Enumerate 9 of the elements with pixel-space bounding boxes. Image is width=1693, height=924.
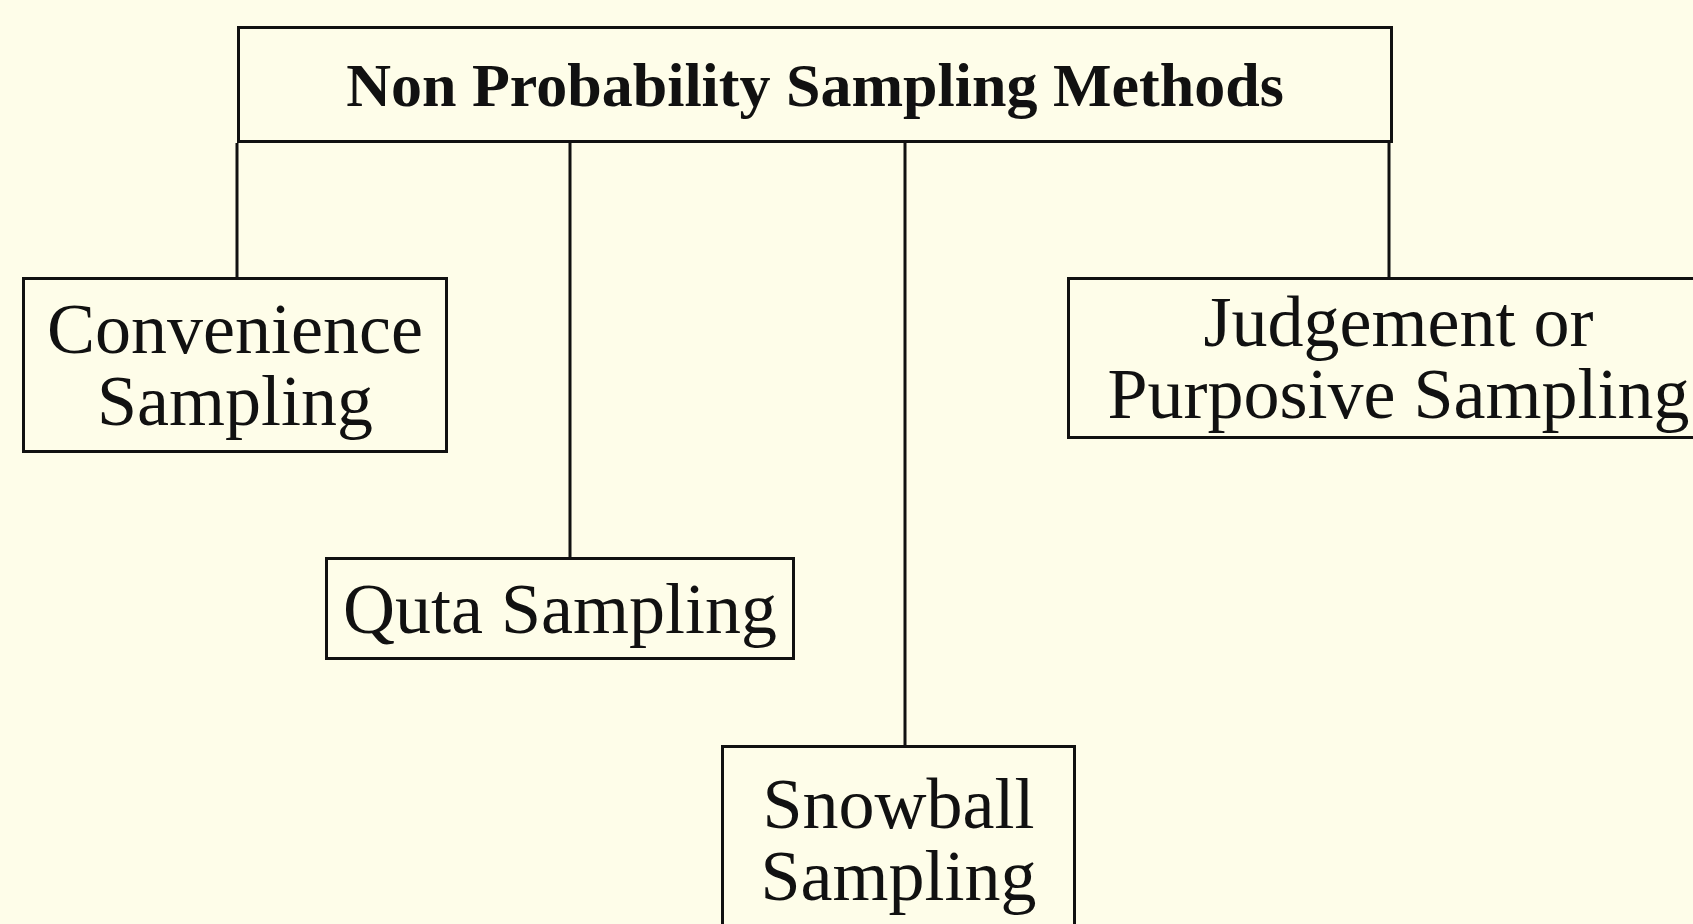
category-box — [325, 557, 795, 660]
connector-line — [1387, 143, 1391, 277]
connector-line — [235, 143, 239, 277]
category-box — [721, 745, 1076, 924]
category-box — [22, 277, 448, 453]
category-box — [1067, 277, 1693, 439]
category-box — [237, 26, 1393, 143]
connector-line — [903, 143, 907, 745]
connector-line — [568, 143, 572, 557]
